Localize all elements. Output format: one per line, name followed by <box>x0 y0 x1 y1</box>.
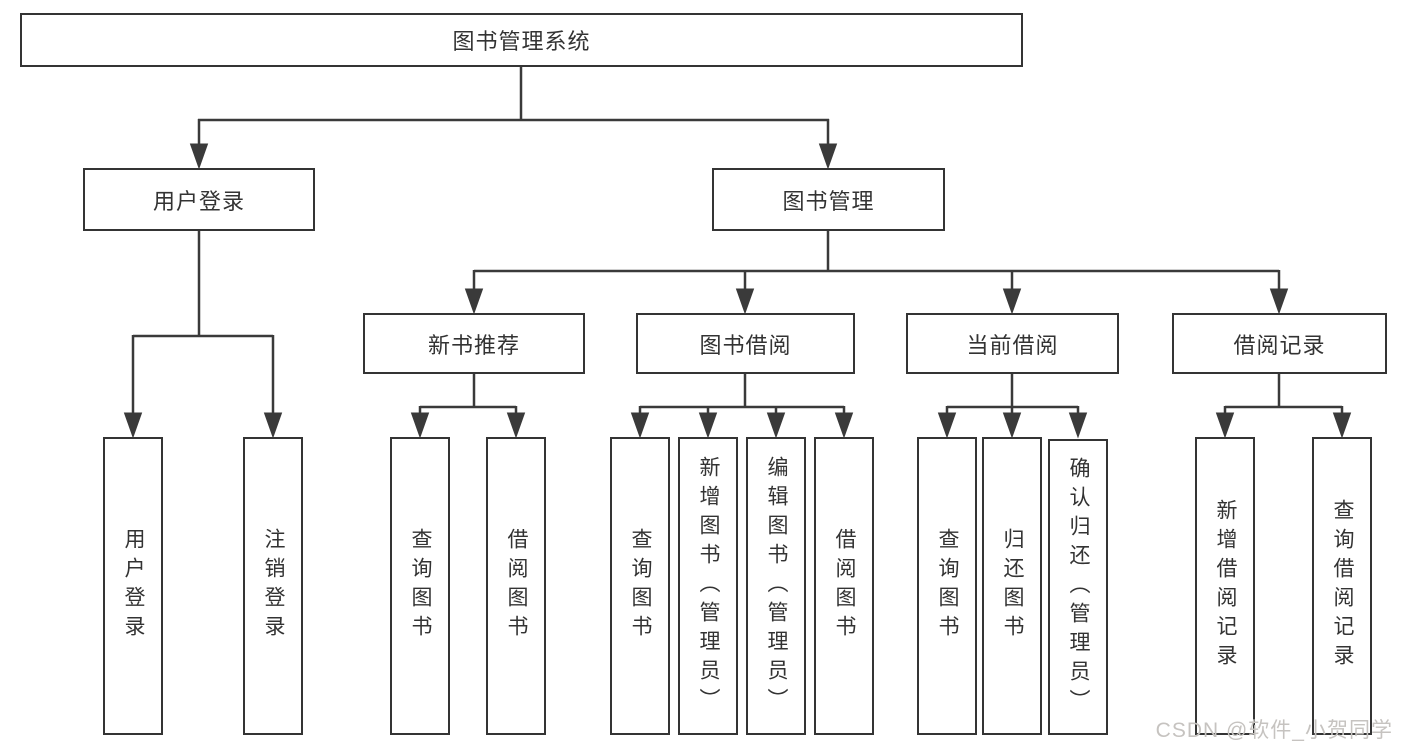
leaf-cb-query-books-label: 查询图书 <box>936 528 960 644</box>
leaf-user-login: 用户登录 <box>103 437 163 735</box>
leaf-br-query-borrow-record-label: 查询借阅记录 <box>1331 499 1355 673</box>
leaf-br-add-borrow-record-label: 新增借阅记录 <box>1214 499 1238 673</box>
node-current-borrow: 当前借阅 <box>906 313 1119 374</box>
node-borrow-records: 借阅记录 <box>1172 313 1387 374</box>
csdn-watermark: CSDN @软件_小贺同学 <box>1155 719 1393 742</box>
leaf-rec-borrow-books: 借阅图书 <box>486 437 546 735</box>
node-root: 图书管理系统 <box>20 13 1023 67</box>
node-book-borrow-label: 图书借阅 <box>699 332 792 358</box>
leaf-logout-login-label: 注销登录 <box>262 528 286 644</box>
leaf-user-login-label: 用户登录 <box>122 528 146 644</box>
node-new-book-recommend: 新书推荐 <box>363 313 585 374</box>
leaf-rec-query-books: 查询图书 <box>390 437 450 735</box>
leaf-rec-query-books-label: 查询图书 <box>409 528 433 644</box>
leaf-bb-query-books: 查询图书 <box>610 437 670 735</box>
node-book-borrow: 图书借阅 <box>636 313 855 374</box>
leaf-bb-edit-books-admin-label: 编辑图书（管理员） <box>765 455 789 717</box>
leaf-cb-confirm-return-admin-label: 确认归还（管理员） <box>1067 456 1091 718</box>
node-book-management-label: 图书管理 <box>782 188 875 214</box>
node-root-label: 图书管理系统 <box>452 29 591 54</box>
leaf-logout-login: 注销登录 <box>243 437 303 735</box>
node-user-login-label: 用户登录 <box>152 188 245 214</box>
leaf-bb-borrow-books: 借阅图书 <box>814 437 874 735</box>
node-borrow-records-label: 借阅记录 <box>1233 332 1326 358</box>
leaf-bb-query-books-label: 查询图书 <box>629 528 653 644</box>
leaf-cb-return-books: 归还图书 <box>982 437 1042 735</box>
node-user-login: 用户登录 <box>83 168 315 231</box>
leaf-br-add-borrow-record: 新增借阅记录 <box>1195 437 1255 735</box>
leaf-cb-query-books: 查询图书 <box>917 437 977 735</box>
leaf-rec-borrow-books-label: 借阅图书 <box>505 528 529 644</box>
leaf-bb-edit-books-admin: 编辑图书（管理员） <box>746 437 806 735</box>
node-new-book-recommend-label: 新书推荐 <box>427 332 520 358</box>
leaf-bb-borrow-books-label: 借阅图书 <box>833 528 857 644</box>
leaf-bb-add-books-admin-label: 新增图书（管理员） <box>697 455 721 717</box>
leaf-bb-add-books-admin: 新增图书（管理员） <box>678 437 738 735</box>
node-book-management: 图书管理 <box>712 168 945 231</box>
leaf-br-query-borrow-record: 查询借阅记录 <box>1312 437 1372 735</box>
leaf-cb-confirm-return-admin: 确认归还（管理员） <box>1048 439 1108 735</box>
leaf-cb-return-books-label: 归还图书 <box>1001 528 1025 644</box>
node-current-borrow-label: 当前借阅 <box>966 332 1059 358</box>
